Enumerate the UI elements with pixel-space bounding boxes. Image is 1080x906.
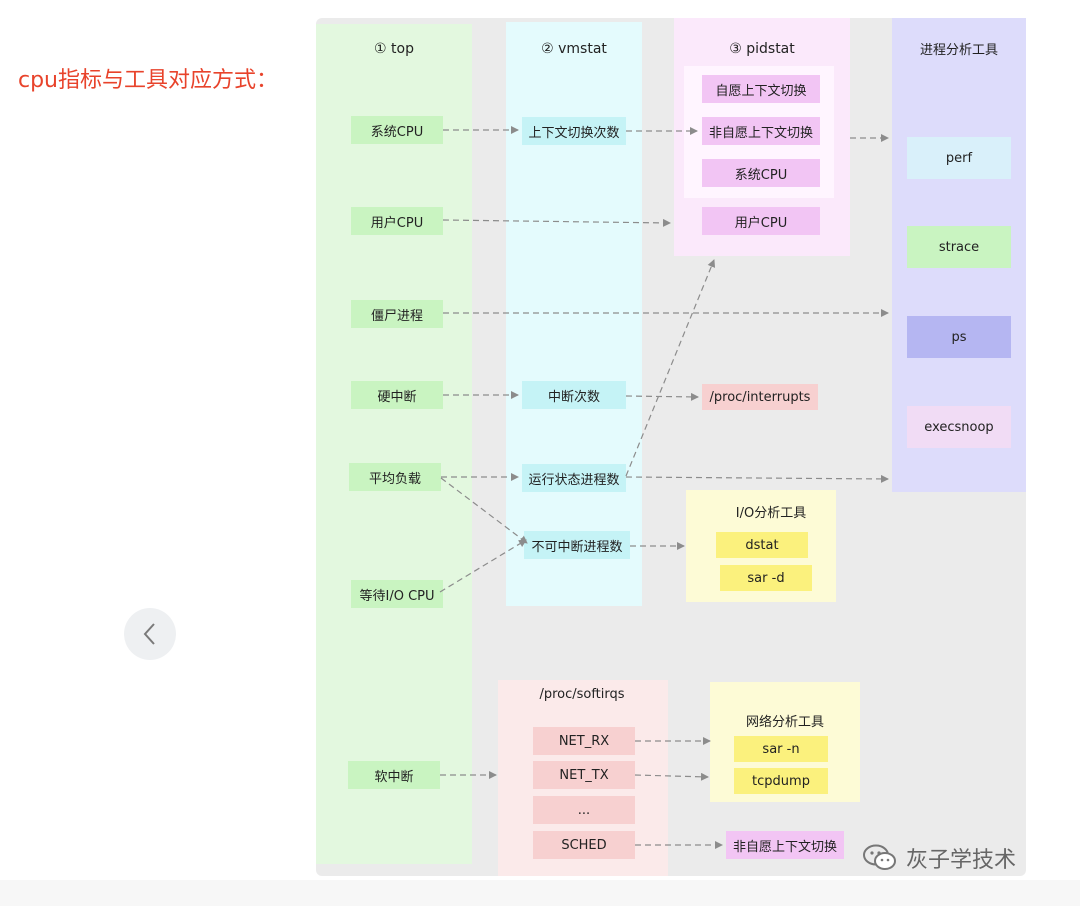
vmstat-running-procs: 运行状态进程数 [522, 464, 626, 492]
io-tool-dstat: dstat [716, 532, 808, 558]
io-tool-sar: sar -d [720, 565, 812, 591]
tool-perf: perf [907, 137, 1011, 179]
softirqs-title: /proc/softirqs [539, 687, 625, 702]
proc-interrupts: /proc/interrupts [702, 384, 818, 410]
top-user-cpu: 用户CPU [351, 207, 443, 235]
top-load-average: 平均负载 [349, 463, 441, 491]
softirq-net-rx: NET_RX [533, 727, 635, 755]
softirq-sched: SCHED [533, 831, 635, 859]
pidstat-system-cpu: 系统CPU [702, 159, 820, 187]
chevron-left-icon [143, 623, 155, 645]
pidstat-user-cpu: 用户CPU [702, 207, 820, 235]
top-column-title: ① top [374, 41, 414, 57]
softirq-net-tx: NET_TX [533, 761, 635, 789]
previous-button[interactable] [124, 608, 176, 660]
tool-strace: strace [907, 226, 1011, 268]
sched-involuntary-cs: 非自愿上下文切换 [726, 831, 844, 859]
net-tools-title: 网络分析工具 [745, 715, 824, 730]
wechat-icon [863, 844, 896, 870]
pidstat-column-title: ③ pidstat [729, 41, 795, 57]
top-zombie-process: 僵尸进程 [351, 300, 443, 328]
vmstat-context-switches: 上下文切换次数 [522, 117, 626, 145]
watermark-text: 灰子学技术 [906, 848, 1017, 873]
softirq-ellipsis: ... [533, 796, 635, 824]
io-tools-title: I/O分析工具 [735, 506, 807, 521]
vmstat-interrupts: 中断次数 [522, 381, 626, 409]
vmstat-blocked-procs: 不可中断进程数 [524, 531, 630, 559]
process-tools-title: 进程分析工具 [919, 43, 998, 58]
net-tool-sar: sar -n [734, 736, 828, 762]
tool-ps: ps [907, 316, 1011, 358]
top-soft-interrupt: 软中断 [348, 761, 440, 789]
vmstat-column [506, 22, 642, 606]
pidstat-voluntary-cs: 自愿上下文切换 [702, 75, 820, 103]
net-tool-tcpdump: tcpdump [734, 768, 828, 794]
tool-execsnoop: execsnoop [907, 406, 1011, 448]
top-system-cpu: 系统CPU [351, 116, 443, 144]
watermark: 灰子学技术 [862, 842, 1016, 874]
top-iowait-cpu: 等待I/O CPU [351, 580, 443, 608]
top-column [316, 24, 472, 864]
bottom-strip [0, 880, 1080, 906]
page-heading: cpu指标与工具对应方式： [18, 68, 279, 93]
top-hard-interrupt: 硬中断 [351, 381, 443, 409]
pidstat-involuntary-cs: 非自愿上下文切换 [702, 117, 820, 145]
vmstat-column-title: ② vmstat [541, 41, 607, 57]
